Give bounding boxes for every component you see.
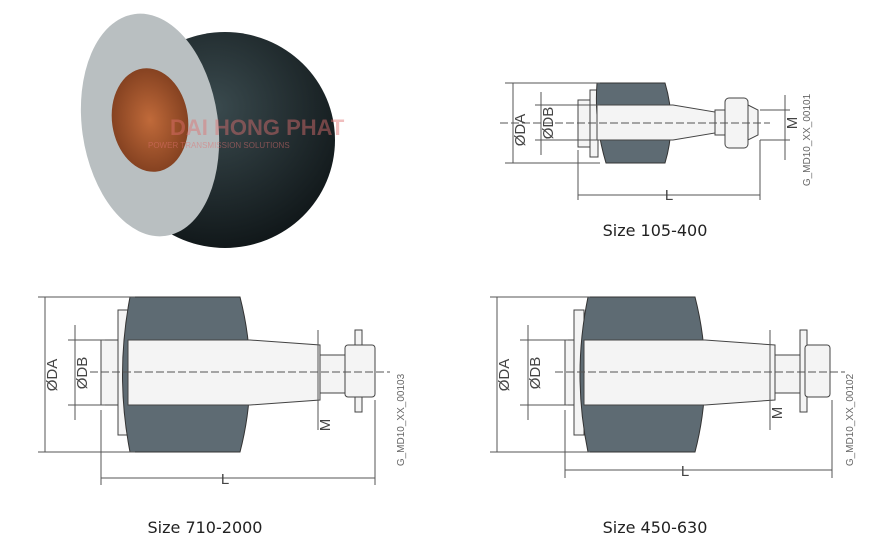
caption: Size 450-630: [603, 518, 708, 537]
drawing-code: G_MD10_XX_00103: [396, 373, 407, 466]
diagram-size-450-630: ØDA ØDB M L G_MD10_XX_00102 Size 450-630: [490, 296, 856, 537]
diagram-size-105-400: ØDA ØDB M L G_MD10_XX_00101 Size 105-400: [500, 82, 813, 240]
label-db: ØDB: [527, 357, 544, 390]
label-db: ØDB: [540, 107, 557, 140]
label-m: M: [317, 419, 334, 432]
label-m: M: [769, 407, 786, 420]
label-l: L: [665, 187, 673, 204]
diagram-size-710-2000: ØDA ØDB M L G_MD10_XX_00103 Size 710-200…: [38, 296, 407, 537]
watermark-brand: DAI HONG PHAT: [170, 115, 345, 140]
label-l: L: [221, 471, 229, 488]
product-photo: DAI HONG PHAT POWER TRANSMISSION SOLUTIO…: [80, 13, 345, 248]
watermark-tagline: POWER TRANSMISSION SOLUTIONS: [148, 141, 290, 150]
label-m: M: [784, 117, 801, 130]
label-da: ØDA: [512, 114, 529, 147]
label-da: ØDA: [44, 359, 61, 392]
caption: Size 105-400: [603, 221, 708, 240]
label-l: L: [681, 463, 689, 480]
label-da: ØDA: [496, 359, 513, 392]
drawing-code: G_MD10_XX_00101: [802, 93, 813, 186]
caption: Size 710-2000: [148, 518, 263, 537]
label-db: ØDB: [74, 357, 91, 390]
drawing-code: G_MD10_XX_00102: [845, 373, 856, 466]
